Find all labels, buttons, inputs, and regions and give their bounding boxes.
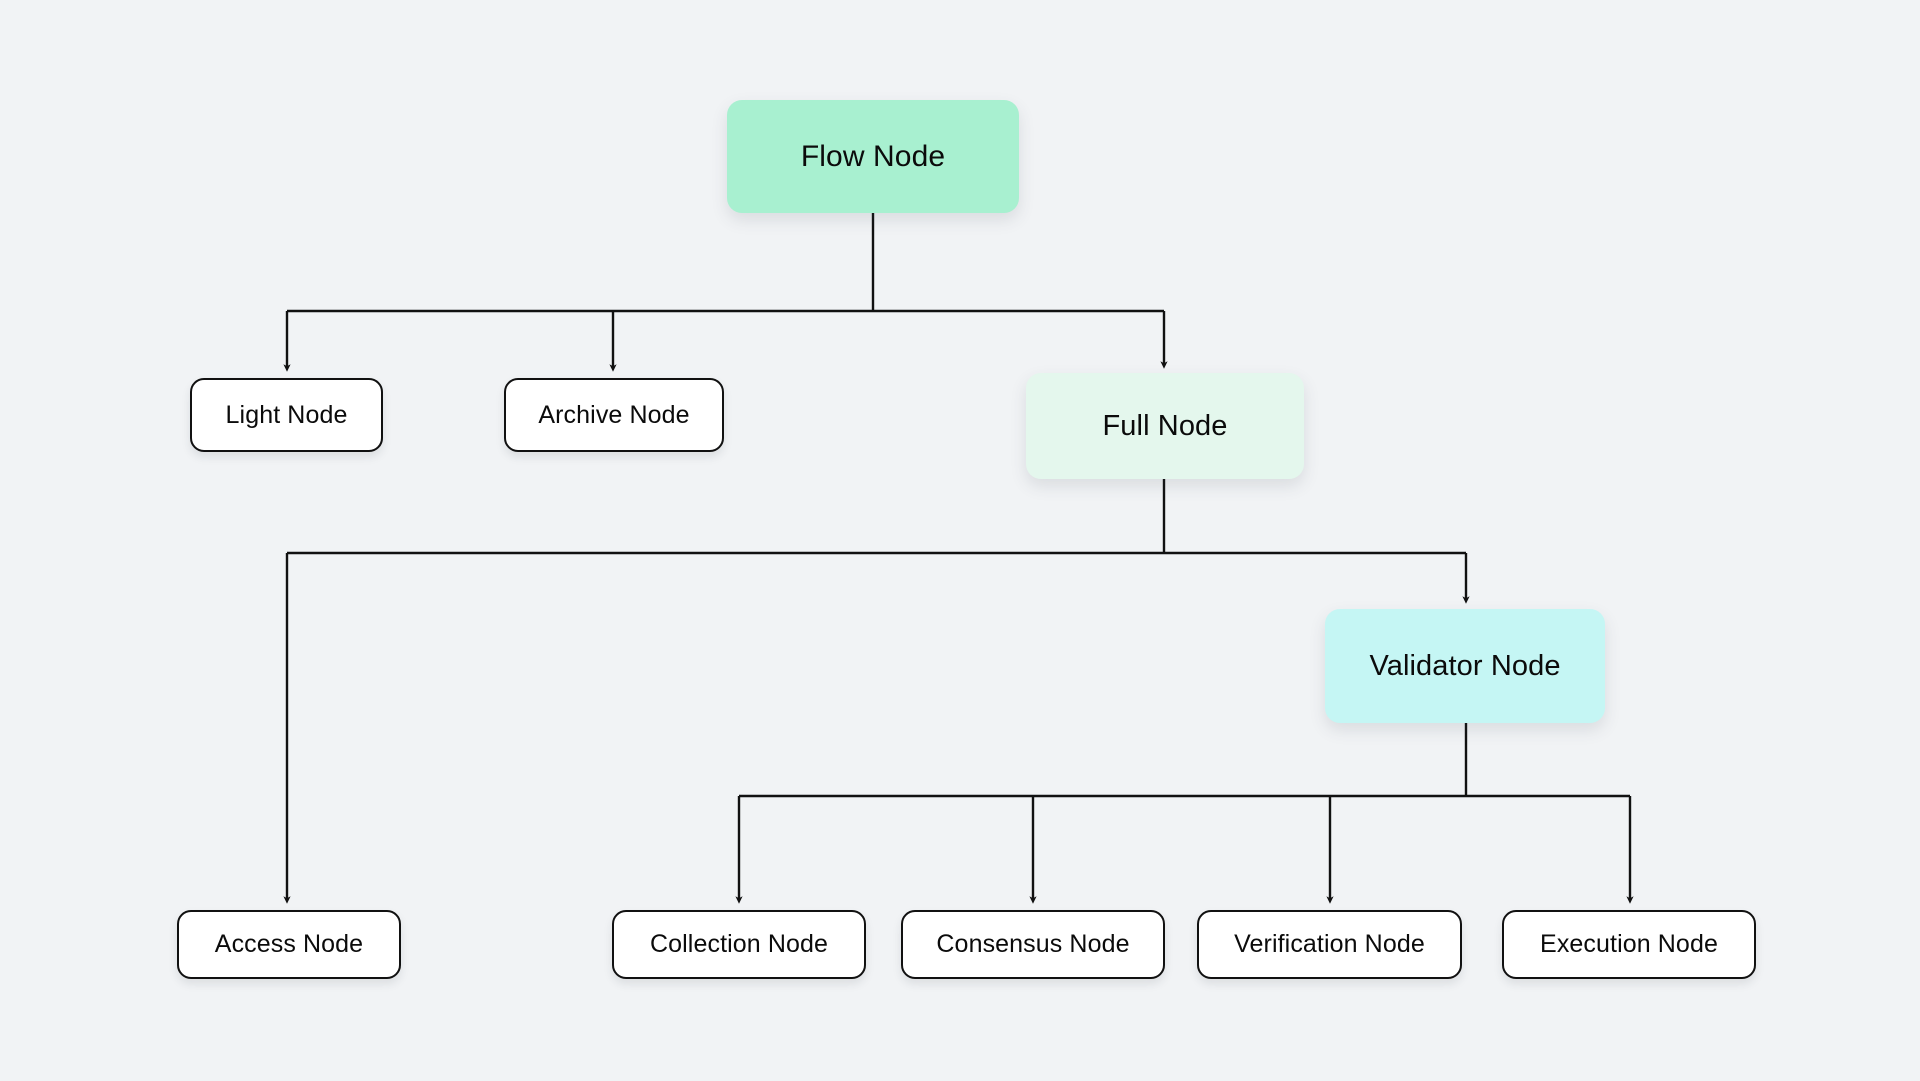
node-flow-node[interactable]: Flow Node [727,100,1019,213]
node-label-archive-node: Archive Node [538,400,690,429]
node-label-full-node: Full Node [1102,409,1228,442]
node-execution-node[interactable]: Execution Node [1502,910,1756,979]
node-label-access-node: Access Node [214,930,364,958]
node-label-light-node: Light Node [225,400,348,429]
node-access-node[interactable]: Access Node [177,910,401,979]
node-consensus-node[interactable]: Consensus Node [901,910,1165,979]
node-label-verification-node: Verification Node [1234,930,1425,958]
node-validator-node[interactable]: Validator Node [1325,609,1605,723]
node-full-node[interactable]: Full Node [1026,373,1304,479]
node-collection-node[interactable]: Collection Node [612,910,866,979]
node-label-flow-node: Flow Node [800,139,946,173]
node-label-execution-node: Execution Node [1540,930,1718,958]
node-label-collection-node: Collection Node [650,930,828,958]
node-light-node[interactable]: Light Node [190,378,383,452]
node-label-validator-node: Validator Node [1369,649,1561,682]
node-archive-node[interactable]: Archive Node [504,378,724,452]
node-label-consensus-node: Consensus Node [936,930,1130,958]
node-verification-node[interactable]: Verification Node [1197,910,1462,979]
